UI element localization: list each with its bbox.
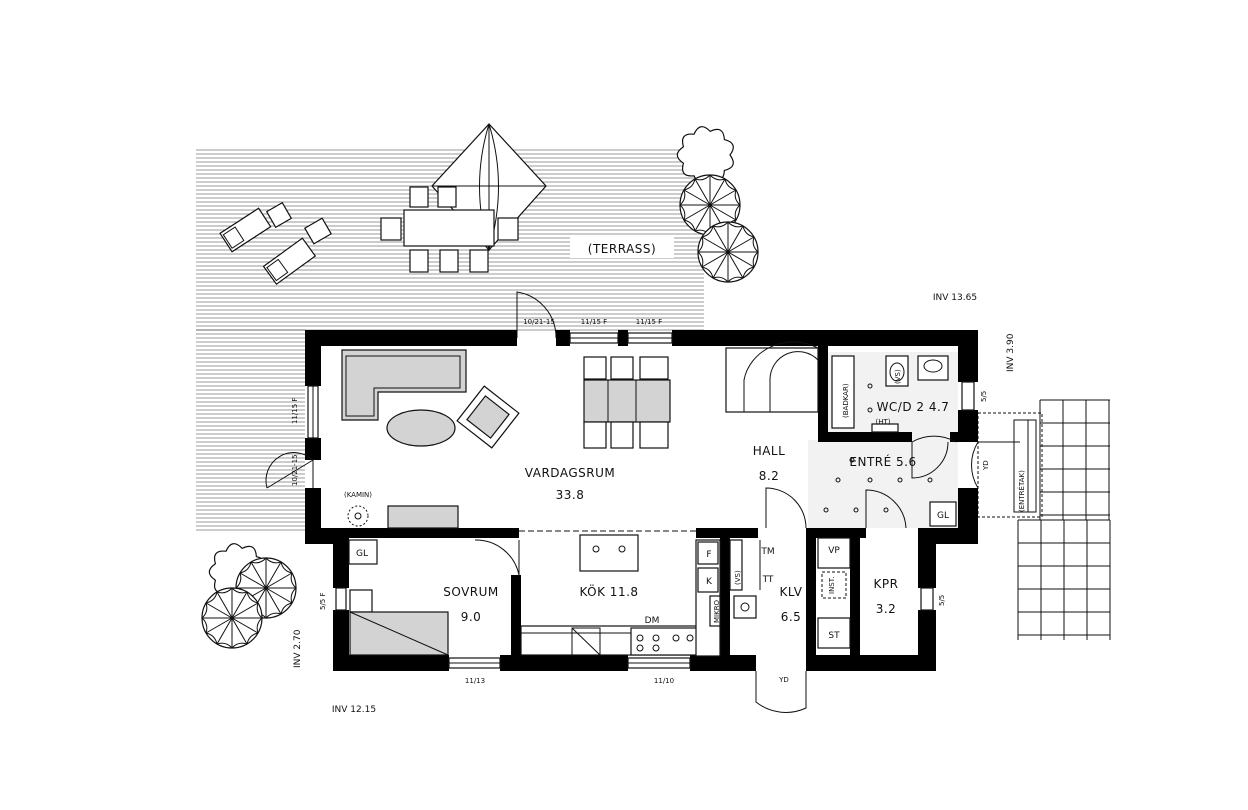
vardagsrum-name: VARDAGSRUM (525, 466, 615, 480)
bottom-window1-label: 11/13 (465, 677, 485, 685)
drying-cabinet-label: TT (762, 575, 774, 585)
entre-label: ENTRÉ 5.6 (849, 454, 916, 469)
kitchen-counter (520, 539, 721, 657)
wc-label: WC/D 2 4.7 (877, 400, 950, 414)
tumble-dryer-label: TM (760, 547, 774, 557)
bathroom-fixtures (831, 355, 957, 527)
wc-sink-label: (VS) (894, 369, 902, 384)
top-window2-label: 11/15 F (636, 318, 662, 326)
klv-sink-label: (VS) (734, 570, 742, 585)
kpr-area: 3.2 (876, 602, 897, 616)
sofa-icon (341, 349, 467, 421)
right-window2-label: 5/5 (938, 595, 946, 606)
fireplace-icon (347, 505, 369, 527)
elevation-north: INV 13.65 (933, 293, 977, 303)
walls (305, 330, 978, 671)
freezer-label: K (706, 577, 713, 587)
laundry-fixtures (729, 537, 851, 649)
bottom-door-label: YD (778, 676, 789, 684)
left-door-label: 10/21-15 (291, 454, 299, 486)
fireplace-label: (KAMIN) (344, 491, 372, 499)
klv-area: 6.5 (781, 610, 802, 624)
storage-label: ST (828, 631, 840, 641)
dishwasher-label: DM (645, 616, 660, 626)
elevation-labels: INV 13.65 INV 3.90 INV 2.70 INV 12.15 (293, 293, 1016, 715)
kok-label: KÖK 11.8 (579, 583, 638, 599)
installation-label: INST. (828, 577, 836, 594)
vardagsrum-area: 33.8 (556, 488, 585, 502)
hat-rack-label: (HT) (875, 418, 890, 426)
coffee-table-icon (386, 409, 456, 447)
microwave-label: MIKRO (713, 599, 721, 623)
elevation-east: INV 3.90 (1006, 333, 1016, 372)
hall-area: 8.2 (759, 469, 780, 483)
kpr-name: KPR (874, 577, 899, 591)
right-window1-label: 5/5 (980, 391, 988, 402)
outdoor-dining-set-icon (380, 186, 519, 273)
left-window-label: 11/15 F (291, 398, 299, 424)
staircase-icon (725, 341, 819, 413)
hall-name: HALL (753, 444, 786, 458)
elevation-south: INV 12.15 (332, 705, 376, 715)
paving-grid (1017, 399, 1111, 640)
bathtub-label: (BADKAR) (842, 383, 850, 418)
bed-icon (348, 539, 449, 656)
fridge-label: F (706, 550, 711, 560)
opening-labels: 10/21-15 11/15 F 11/15 F 11/15 F 10/21-1… (291, 318, 988, 685)
armchair-icon (456, 385, 520, 449)
sovrum-name: SOVRUM (443, 585, 499, 599)
heat-pump-label: VP (828, 546, 840, 556)
door-swings (265, 291, 1020, 713)
tree-icon (201, 543, 297, 649)
entrance-canopy (977, 412, 1043, 518)
gl-sovrum-label: GL (356, 549, 368, 559)
top-window1-label: 11/15 F (581, 318, 607, 326)
canopy-label: (ENTRÉTAK) (1017, 470, 1026, 512)
top-door-label: 10/21-15 (523, 318, 555, 326)
tree-icon (676, 126, 759, 283)
elevation-west: INV 2.70 (293, 629, 303, 668)
entre-door-label: YD (982, 460, 990, 471)
dining-table-icon (583, 356, 671, 449)
gl-entre-label: GL (937, 511, 949, 521)
klv-name: KLV (780, 585, 803, 599)
sun-lounger-icon (219, 201, 332, 286)
fixture-labels: GL GL F K MIKRO DM TM TT (VS) VP INST. S… (356, 369, 1026, 684)
terrace-label: (TERRASS) (588, 242, 656, 256)
sovrum-area: 9.0 (461, 610, 482, 624)
windows (307, 332, 975, 669)
kitchen-island-icon (579, 534, 639, 572)
room-labels: VARDAGSRUM 33.8 HALL 8.2 WC/D 2 4.7 ENTR… (443, 400, 949, 624)
bottom-window2-label: 11/10 (654, 677, 674, 685)
sovrum-window-label: 5/5 F (319, 592, 327, 610)
tv-bench-icon (387, 505, 459, 529)
